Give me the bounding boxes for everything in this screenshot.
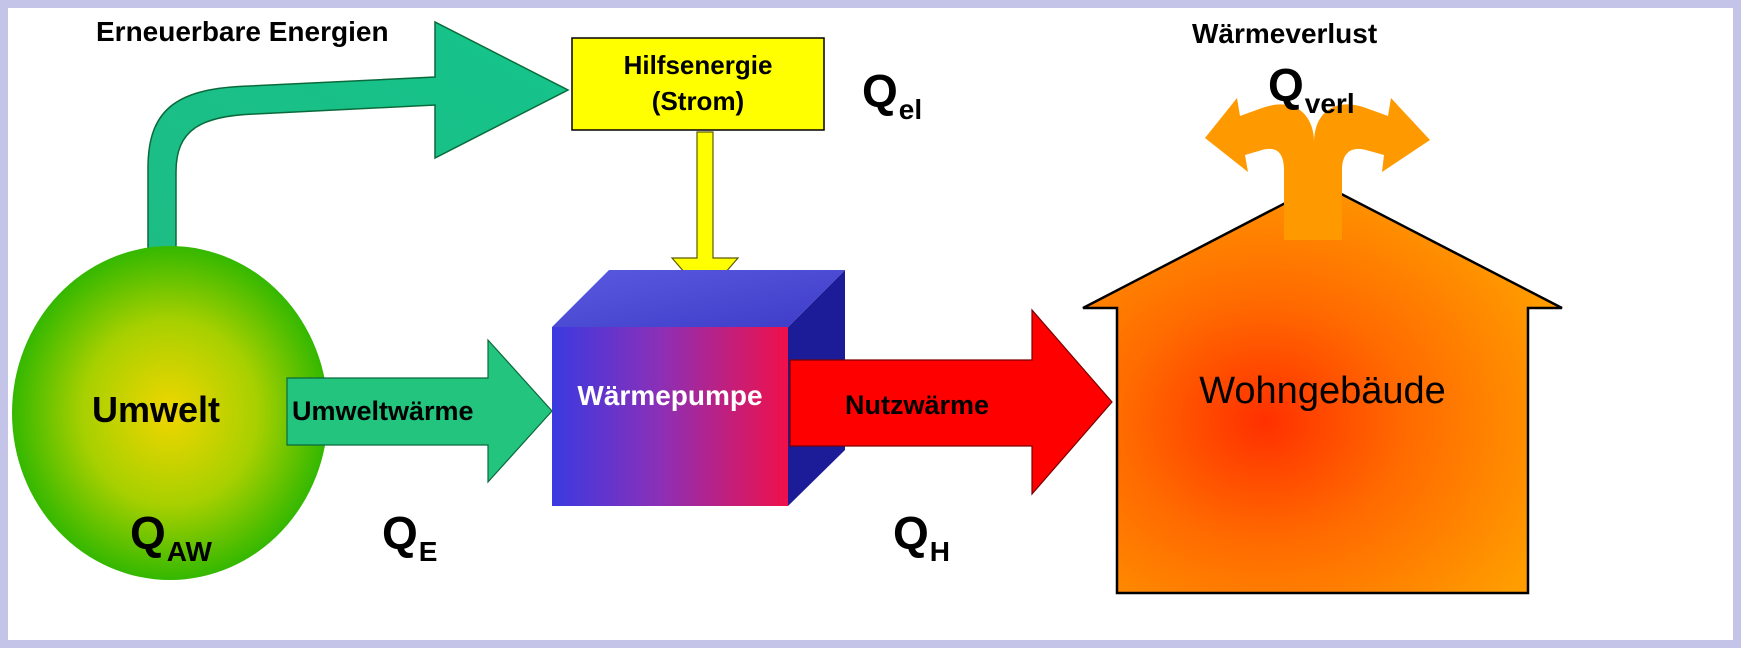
building-label: Wohngebäude [1199,370,1446,412]
q-el-label: Qel [862,68,922,124]
auxiliary-energy-label-line1: Hilfsenergie [623,50,773,80]
heat-pump-cube-front [552,327,788,506]
q-e-subscript: E [418,536,438,567]
heat-loss-arrow [1205,98,1430,240]
auxiliary-energy-label-line2: (Strom) [651,86,745,116]
heat-pump-cube-top [552,270,845,327]
q-e-symbol: Q [382,507,418,559]
q-verl-label: Qverl [1268,62,1355,118]
heat-loss-label: Wärmeverlust [1192,18,1378,49]
heat-pump-label: Wärmepumpe [577,380,763,411]
q-aw-subscript: AW [166,536,212,567]
q-verl-symbol: Q [1268,59,1304,111]
environment-sphere [12,246,328,580]
q-h-label: QH [893,510,950,566]
building-house [1082,182,1563,595]
useful-heat-label: Nutzwärme [845,390,990,420]
q-el-subscript: el [898,94,923,125]
useful-heat-arrow [789,308,1113,496]
q-aw-symbol: Q [130,507,166,559]
q-h-symbol: Q [893,507,929,559]
q-verl-subscript: verl [1304,88,1355,119]
environment-label: Umwelt [92,389,221,430]
auxiliary-energy-box [571,37,825,131]
q-aw-label: QAW [130,510,212,566]
q-e-label: QE [382,510,437,566]
q-h-subscript: H [929,536,951,567]
renewable-energy-label: Erneuerbare Energien [96,16,389,47]
environment-heat-arrow [286,338,553,484]
environment-heat-label: Umweltwärme [292,396,474,426]
q-el-symbol: Q [862,65,898,117]
renewable-energy-arrow [147,20,570,271]
